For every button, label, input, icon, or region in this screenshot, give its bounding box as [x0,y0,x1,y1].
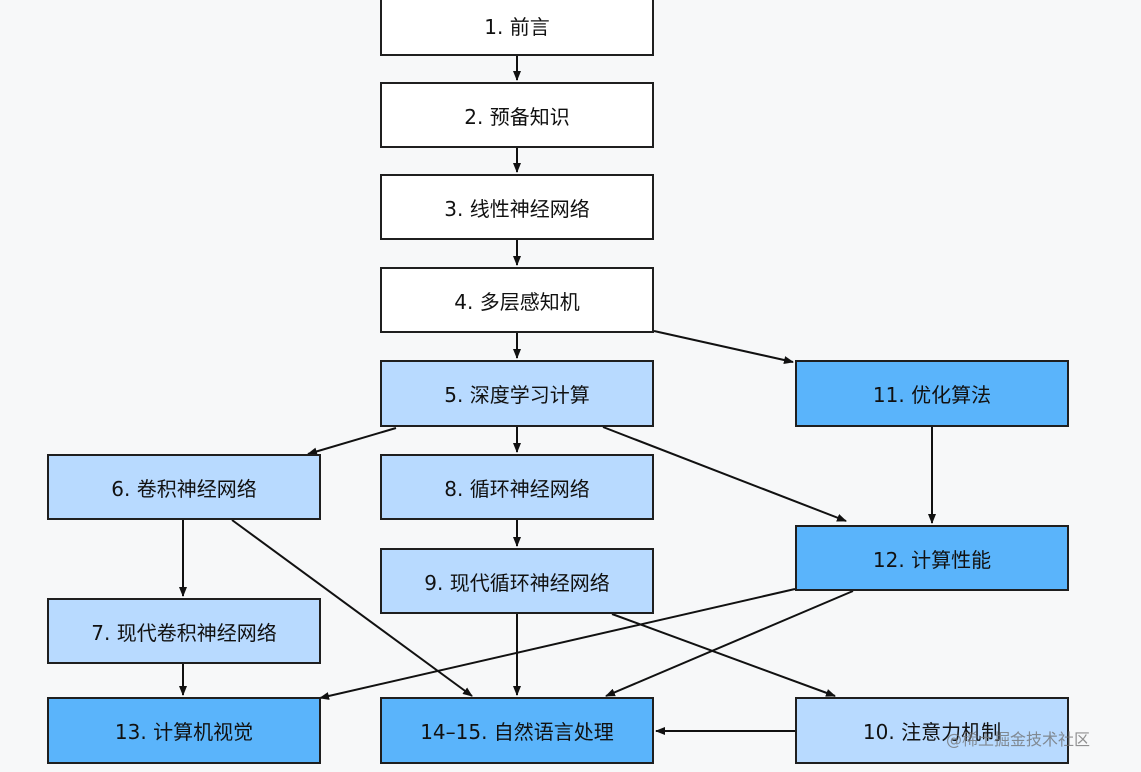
node-label: 7. 现代卷积神经网络 [91,620,277,645]
node-label: 2. 预备知识 [464,104,570,129]
node-mlp: 4. 多层感知机 [380,267,654,333]
node-label: 12. 计算性能 [872,547,992,572]
edge-n6-n14 [231,519,473,697]
node-label: 3. 线性神经网络 [444,196,590,221]
node-label: 5. 深度学习计算 [444,383,590,407]
node-label: 8. 循环神经网络 [444,476,590,501]
node-computer-vision: 13. 计算机视觉 [47,697,321,764]
edge-n9-n10 [611,613,836,697]
node-label: 11. 优化算法 [872,383,992,407]
node-modern-rnn: 9. 现代循环神经网络 [380,548,654,614]
node-cnn: 6. 卷积神经网络 [47,454,321,520]
node-rnn: 8. 循环神经网络 [380,454,654,520]
edge-n12-n13 [319,588,796,700]
node-nlp: 14–15. 自然语言处理 [380,697,654,764]
node-preface: 1. 前言 [380,0,654,56]
node-optimization: 11. 优化算法 [795,360,1069,427]
node-label: 4. 多层感知机 [454,289,580,314]
node-preliminaries: 2. 预备知识 [380,82,654,148]
watermark: @稀土掘金技术社区 [946,730,1091,749]
edge-n5-n12 [602,426,847,522]
node-linear-networks: 3. 线性神经网络 [380,174,654,240]
node-label: 13. 计算机视觉 [114,720,254,744]
node-deep-learning-computation: 5. 深度学习计算 [380,360,654,427]
node-modern-cnn: 7. 现代卷积神经网络 [47,598,321,664]
edge-n12-n14 [605,590,854,697]
node-label: 10. 注意力机制 [862,720,1002,744]
edge-n4-n11 [653,330,794,364]
node-label: 14–15. 自然语言处理 [420,720,614,744]
node-label: 1. 前言 [484,14,550,39]
node-label: 9. 现代循环神经网络 [424,570,610,595]
edge-n5-n6 [307,427,397,456]
node-label: 6. 卷积神经网络 [111,476,257,501]
node-attention: 10. 注意力机制 [795,697,1069,764]
node-computational-performance: 12. 计算性能 [795,525,1069,591]
